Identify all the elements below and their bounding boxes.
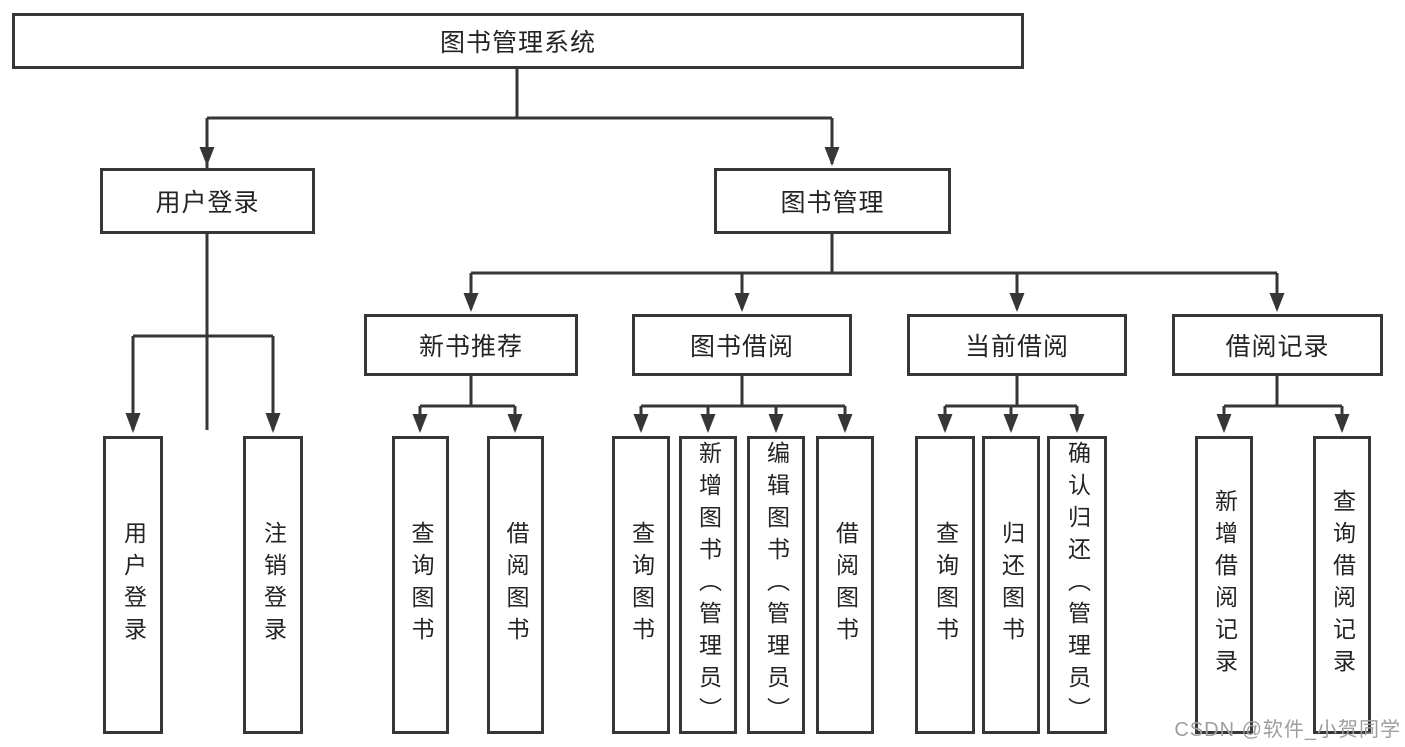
node-label: 图书借阅 xyxy=(689,333,794,361)
leaf-label: 借阅图书 xyxy=(832,521,859,649)
node-user-login: 用户登录 xyxy=(100,168,315,234)
connector-borrow-to-leaves xyxy=(633,376,853,433)
node-label: 图书管理系统 xyxy=(439,29,596,57)
leaf-borrow-edit-admin: 编辑图书（管理员） xyxy=(747,436,805,734)
node-label: 图书管理 xyxy=(780,189,885,217)
leaf-label: 查询图书 xyxy=(628,521,655,649)
leaf-newbook-borrow: 借阅图书 xyxy=(487,436,544,734)
leaf-label: 新增图书（管理员） xyxy=(695,441,722,729)
leaf-borrow-add-admin: 新增图书（管理员） xyxy=(679,436,737,734)
node-label: 新书推荐 xyxy=(418,333,523,361)
leaf-label: 用户登录 xyxy=(120,521,147,649)
node-book-borrow: 图书借阅 xyxy=(632,314,852,376)
node-library-system: 图书管理系统 xyxy=(12,13,1024,69)
connector-bookmgmt-to-level3 xyxy=(463,234,1285,312)
leaf-current-query: 查询图书 xyxy=(915,436,975,734)
leaf-borrow-book: 借阅图书 xyxy=(816,436,874,734)
connector-records-to-leaves xyxy=(1216,376,1350,433)
leaf-current-return: 归还图书 xyxy=(982,436,1040,734)
leaf-record-add: 新增借阅记录 xyxy=(1195,436,1253,734)
leaf-label: 查询图书 xyxy=(408,521,434,649)
leaf-label: 查询图书 xyxy=(932,521,959,649)
leaf-logout: 注销登录 xyxy=(243,436,303,734)
leaf-user-login: 用户登录 xyxy=(103,436,163,734)
leaf-newbook-query: 查询图书 xyxy=(392,436,449,734)
leaf-label: 查询借阅记录 xyxy=(1329,489,1356,681)
node-label: 当前借阅 xyxy=(964,333,1069,361)
node-new-book-recommend: 新书推荐 xyxy=(364,314,578,376)
leaf-record-query: 查询借阅记录 xyxy=(1313,436,1371,734)
leaf-label: 编辑图书（管理员） xyxy=(763,441,790,729)
connector-userlogin-to-leaves xyxy=(125,234,281,433)
leaf-borrow-query: 查询图书 xyxy=(612,436,670,734)
connector-newbook-to-leaves xyxy=(412,376,523,433)
leaf-label: 归还图书 xyxy=(998,521,1025,649)
connector-root-to-level2 xyxy=(199,68,840,430)
watermark: CSDN @软件_小贺同学 xyxy=(1174,719,1401,741)
node-current-borrow: 当前借阅 xyxy=(907,314,1127,376)
node-label: 用户登录 xyxy=(155,189,260,217)
leaf-label: 注销登录 xyxy=(260,521,287,649)
leaf-label: 借阅图书 xyxy=(503,521,529,649)
connector-current-to-leaves xyxy=(937,376,1085,433)
leaf-label: 新增借阅记录 xyxy=(1211,489,1238,681)
node-borrow-records: 借阅记录 xyxy=(1172,314,1383,376)
leaf-label: 确认归还（管理员） xyxy=(1064,441,1091,729)
node-book-management: 图书管理 xyxy=(714,168,951,234)
node-label: 借阅记录 xyxy=(1225,333,1330,361)
leaf-current-confirm-admin: 确认归还（管理员） xyxy=(1047,436,1107,734)
